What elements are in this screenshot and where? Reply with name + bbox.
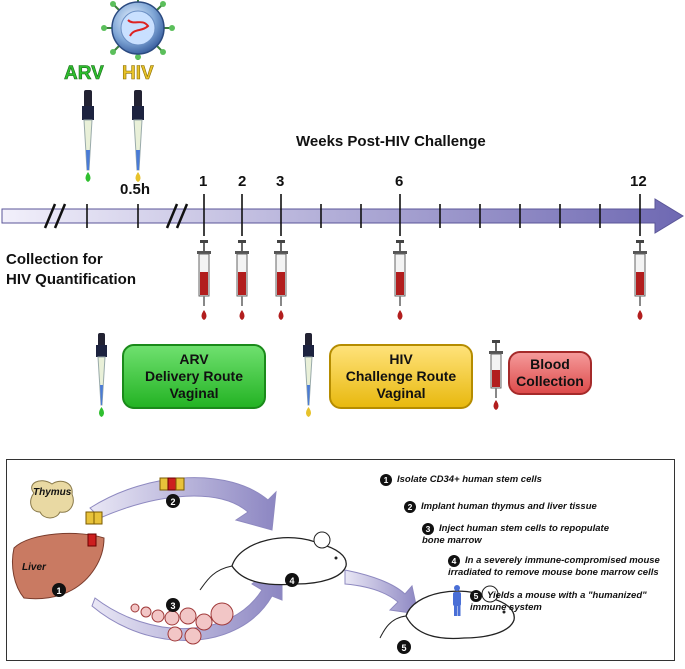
blood-collection-box: Blood Collection [508, 351, 592, 395]
svg-text:2: 2 [170, 497, 175, 507]
syringe-icon [489, 340, 503, 410]
syringe-icon [633, 240, 647, 320]
collection-line-1: Collection for [6, 251, 103, 268]
step-marker: 2 [166, 494, 180, 508]
svg-text:4: 4 [289, 576, 294, 586]
mouse-icon [199, 531, 347, 591]
svg-text:3: 3 [170, 601, 175, 611]
arv-route-box: ARV Delivery Route Vaginal [122, 344, 266, 409]
hiv-route-line-1: HIV [389, 351, 413, 367]
syringe-icon [393, 240, 407, 320]
step-marker: 3 [166, 598, 180, 612]
blood-line-1: Blood [530, 356, 570, 372]
step-text: Implant human thymus and liver tissue [421, 501, 597, 512]
blood-line-2: Collection [516, 373, 584, 389]
liver-icon [11, 532, 105, 600]
pipette-icon [96, 333, 107, 417]
step-1: 1 Isolate CD34+ human stem cells [380, 474, 670, 486]
timeline-axis [1, 194, 684, 236]
stem-cells-icon [130, 602, 234, 645]
thymus-icon [30, 480, 74, 519]
axis-title: Weeks Post-HIV Challenge [296, 133, 486, 150]
step-2: 2 Implant human thymus and liver tissue [404, 501, 670, 513]
thymus-label: Thymus [33, 487, 72, 498]
humanized-mouse-panel [6, 459, 675, 661]
injection-arrow [91, 558, 283, 641]
arv-route-line-1: ARV [179, 351, 209, 367]
syringe-icon [274, 240, 288, 320]
step-number: 5 [470, 590, 482, 602]
tick-label-1: 1 [199, 173, 208, 190]
collection-line-2: HIV Quantification [6, 271, 137, 288]
pipette-icon [82, 90, 94, 182]
step-number: 3 [422, 523, 434, 535]
hiv-label: HIV [122, 63, 154, 85]
human-figure-icon [453, 585, 461, 616]
step-text: Yields a mouse with a "humanized" immune… [470, 590, 647, 613]
step-text: In a severely immune-compromised mouse i… [448, 555, 660, 578]
step-number: 1 [380, 474, 392, 486]
collection-label: Collection for HIV Quantification [6, 250, 136, 290]
tick-label-2: 2 [238, 173, 247, 190]
syringe-icon [235, 240, 249, 320]
arv-label: ARV [64, 63, 104, 85]
arv-route-line-3: Vaginal [169, 385, 219, 401]
hiv-route-line-3: Vaginal [376, 385, 426, 401]
svg-text:5: 5 [401, 643, 406, 653]
step-text: Inject human stem cells to repopulate bo… [422, 523, 609, 546]
step-marker: 5 [397, 640, 411, 654]
step-marker: 4 [285, 573, 299, 587]
step-text: Isolate CD34+ human stem cells [397, 474, 542, 485]
syringe-icon [197, 240, 211, 320]
tick-label-3: 3 [276, 173, 285, 190]
pipette-icon [132, 90, 144, 182]
hiv-route-box: HIV Challenge Route Vaginal [329, 344, 473, 409]
transfer-arrow [89, 477, 277, 531]
virus-icon [101, 0, 175, 60]
hiv-route-line-2: Challenge Route [345, 368, 457, 384]
step-number: 2 [404, 501, 416, 513]
tick-label-12: 12 [630, 173, 647, 190]
step-marker: 1 [52, 583, 66, 597]
pipette-icon [303, 333, 314, 417]
step-number: 4 [448, 555, 460, 567]
liver-label: Liver [22, 562, 46, 573]
tick-label-6: 6 [395, 173, 404, 190]
tick-label-0-5h: 0.5h [120, 181, 151, 198]
svg-text:1: 1 [56, 586, 61, 596]
arv-route-line-2: Delivery Route [144, 368, 244, 384]
